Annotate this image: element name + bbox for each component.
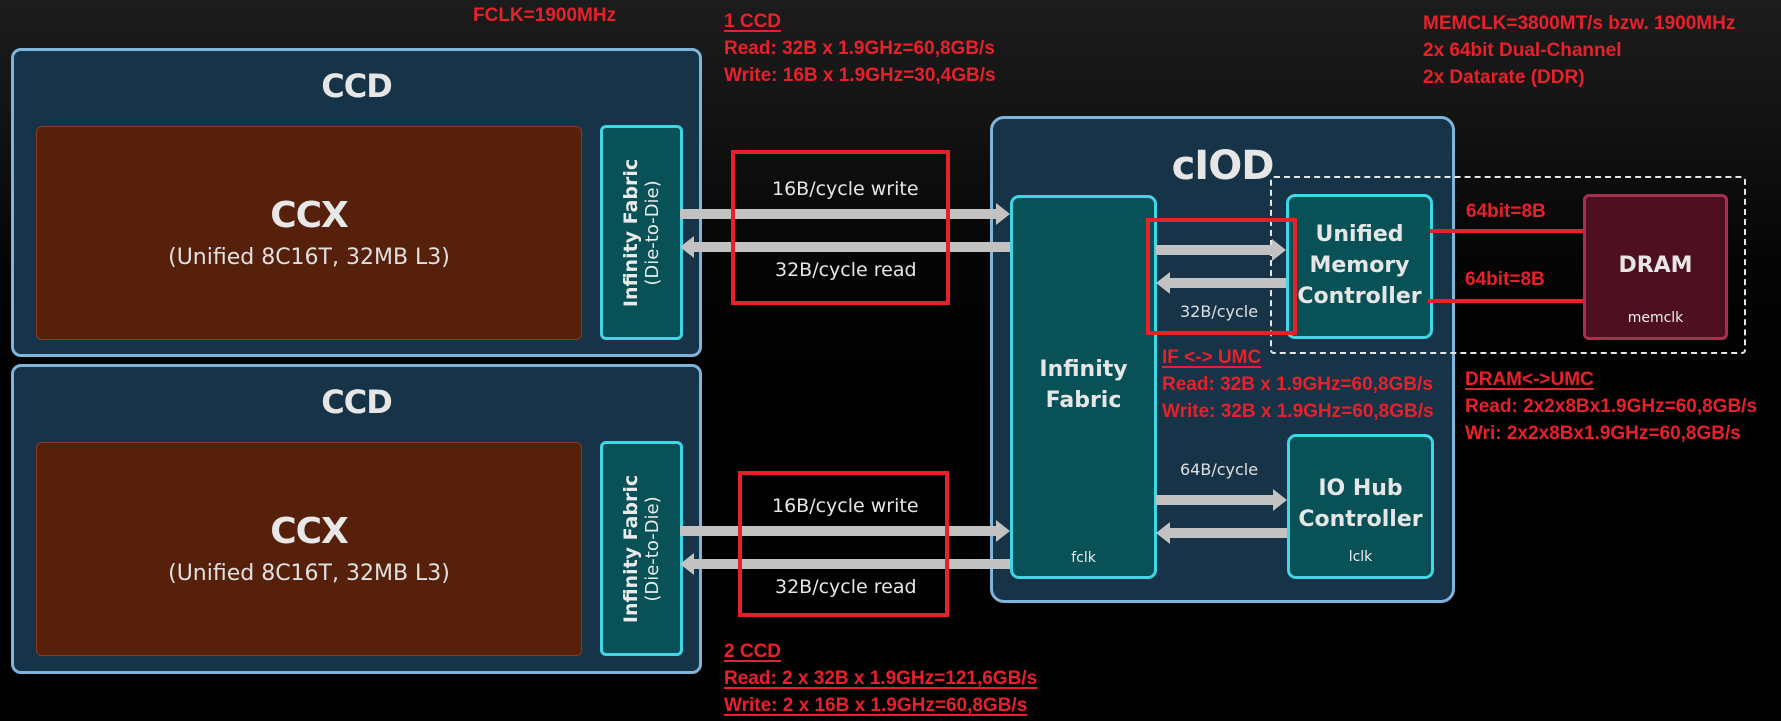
ccd-2-if-label: Infinity Fabric (Die-to-Die): [620, 474, 664, 622]
umc-bandwidth-label: 32B/cycle: [1180, 302, 1259, 321]
dram-bus-line-1: [1430, 229, 1583, 233]
ccd-2-read-label: 32B/cycle read: [775, 576, 917, 598]
iohub-clock: lclk: [1348, 549, 1373, 565]
ccd-1-infinity-fabric: Infinity Fabric (Die-to-Die): [600, 125, 683, 340]
ccx-2-title: CCX: [270, 511, 349, 552]
memclk-line1: MEMCLK=3800MT/s bzw. 1900MHz: [1423, 13, 1736, 34]
one-ccd-title: 1 CCD: [724, 11, 782, 32]
bus-width-label-1: 64bit=8B: [1466, 201, 1546, 222]
two-ccd-write: Write: 2 x 16B x 1.9GHz=60,8GB/s: [724, 695, 1028, 716]
if-iohub-write-arrow: [1156, 489, 1287, 511]
dram-umc-title: DRAM<->UMC: [1465, 369, 1594, 390]
ciod-infinity-fabric: Infinity Fabric fclk: [1010, 195, 1157, 579]
two-ccd-annotation: 2 CCD Read: 2 x 32B x 1.9GHz=121,6GB/s W…: [724, 638, 1037, 719]
two-ccd-title: 2 CCD: [724, 641, 782, 662]
ccx-2-subtitle: (Unified 8C16T, 32MB L3): [168, 561, 450, 586]
ccx-1-subtitle: (Unified 8C16T, 32MB L3): [168, 245, 450, 270]
ccd-1-if-label: Infinity Fabric (Die-to-Die): [620, 158, 664, 306]
dram-block: DRAM memclk: [1583, 194, 1728, 340]
if-umc-write-arrow: [1156, 239, 1286, 261]
if-umc-write: Write: 32B x 1.9GHz=60,8GB/s: [1162, 401, 1434, 422]
ccd-1-title: CCD: [321, 67, 393, 105]
two-ccd-read: Read: 2 x 32B x 1.9GHz=121,6GB/s: [724, 668, 1038, 689]
ccd-1-write-arrow: [680, 203, 1010, 225]
bus-width-label-2: 64bit=8B: [1465, 269, 1545, 290]
if-umc-read: Read: 32B x 1.9GHz=60,8GB/s: [1162, 374, 1433, 395]
umc-line3: Controller: [1297, 284, 1422, 309]
iohub-line2: Controller: [1298, 507, 1423, 532]
ccd-2-if-line1: Infinity Fabric: [619, 474, 642, 623]
ccd-2-write-arrow: [680, 520, 1010, 542]
ccd-1: CCD CCX (Unified 8C16T, 32MB L3) Infinit…: [11, 48, 702, 357]
fclk-annotation: FCLK=1900MHz: [473, 5, 617, 26]
ccd-1-if-line1: Infinity Fabric: [619, 158, 642, 307]
ccd-2-link-highlight: [738, 471, 949, 617]
unified-memory-controller: Unified Memory Controller: [1286, 194, 1433, 339]
ccd-2: CCD CCX (Unified 8C16T, 32MB L3) Infinit…: [11, 364, 702, 674]
ciod-title: cIOD: [1171, 143, 1275, 189]
dram-umc-annotation: DRAM<->UMC Read: 2x2x8Bx1.9GHz=60,8GB/s …: [1465, 366, 1757, 447]
ccd-2-read-arrow: [680, 553, 1010, 575]
dram-umc-write: Wri: 2x2x8Bx1.9GHz=60,8GB/s: [1465, 423, 1741, 444]
ccd-1-read-arrow: [680, 236, 1010, 258]
dram-title: DRAM: [1618, 253, 1693, 278]
ciod-if-clock: fclk: [1071, 550, 1096, 566]
ccx-2: CCX (Unified 8C16T, 32MB L3): [36, 442, 582, 656]
ccd-1-link-highlight: [731, 150, 950, 305]
ccd-2-title: CCD: [321, 383, 393, 421]
one-ccd-annotation: 1 CCD Read: 32B x 1.9GHz=60,8GB/s Write:…: [724, 8, 996, 89]
if-umc-read-arrow: [1156, 272, 1286, 294]
iohub-bandwidth-label: 64B/cycle: [1180, 460, 1259, 479]
dram-clock: memclk: [1627, 310, 1684, 326]
memclk-line2: 2x 64bit Dual-Channel: [1423, 40, 1622, 61]
ccd-2-infinity-fabric: Infinity Fabric (Die-to-Die): [600, 441, 683, 656]
dram-umc-read: Read: 2x2x8Bx1.9GHz=60,8GB/s: [1465, 396, 1758, 417]
if-umc-title: IF <-> UMC: [1162, 347, 1262, 368]
one-ccd-read: Read: 32B x 1.9GHz=60,8GB/s: [724, 38, 995, 59]
one-ccd-write: Write: 16B x 1.9GHz=30,4GB/s: [724, 65, 996, 86]
if-umc-link-highlight: [1146, 218, 1297, 335]
ccd-1-read-label: 32B/cycle read: [775, 259, 917, 281]
ccx-1: CCX (Unified 8C16T, 32MB L3): [36, 126, 582, 340]
umc-line2: Memory: [1309, 253, 1410, 278]
ccd-1-write-label: 16B/cycle write: [772, 178, 919, 200]
ccx-1-title: CCX: [270, 195, 349, 236]
umc-line1: Unified: [1315, 222, 1404, 247]
memclk-line3: 2x Datarate (DDR): [1423, 67, 1585, 88]
if-umc-annotation: IF <-> UMC Read: 32B x 1.9GHz=60,8GB/s W…: [1162, 344, 1434, 425]
memclk-annotation: MEMCLK=3800MT/s bzw. 1900MHz 2x 64bit Du…: [1423, 10, 1735, 91]
ciod-if-line1: Infinity: [1039, 357, 1128, 382]
memory-domain-dotted-box: [1270, 176, 1746, 354]
ccd-2-if-line2: (Die-to-Die): [641, 495, 663, 602]
io-hub-controller: IO Hub Controller lclk: [1287, 434, 1434, 579]
iohub-line1: IO Hub: [1318, 476, 1403, 501]
ccd-2-write-label: 16B/cycle write: [772, 495, 919, 517]
ciod-if-line2: Fabric: [1045, 388, 1122, 413]
if-iohub-read-arrow: [1156, 522, 1287, 544]
ccd-1-if-line2: (Die-to-Die): [641, 179, 663, 286]
dram-bus-line-2: [1428, 299, 1583, 303]
